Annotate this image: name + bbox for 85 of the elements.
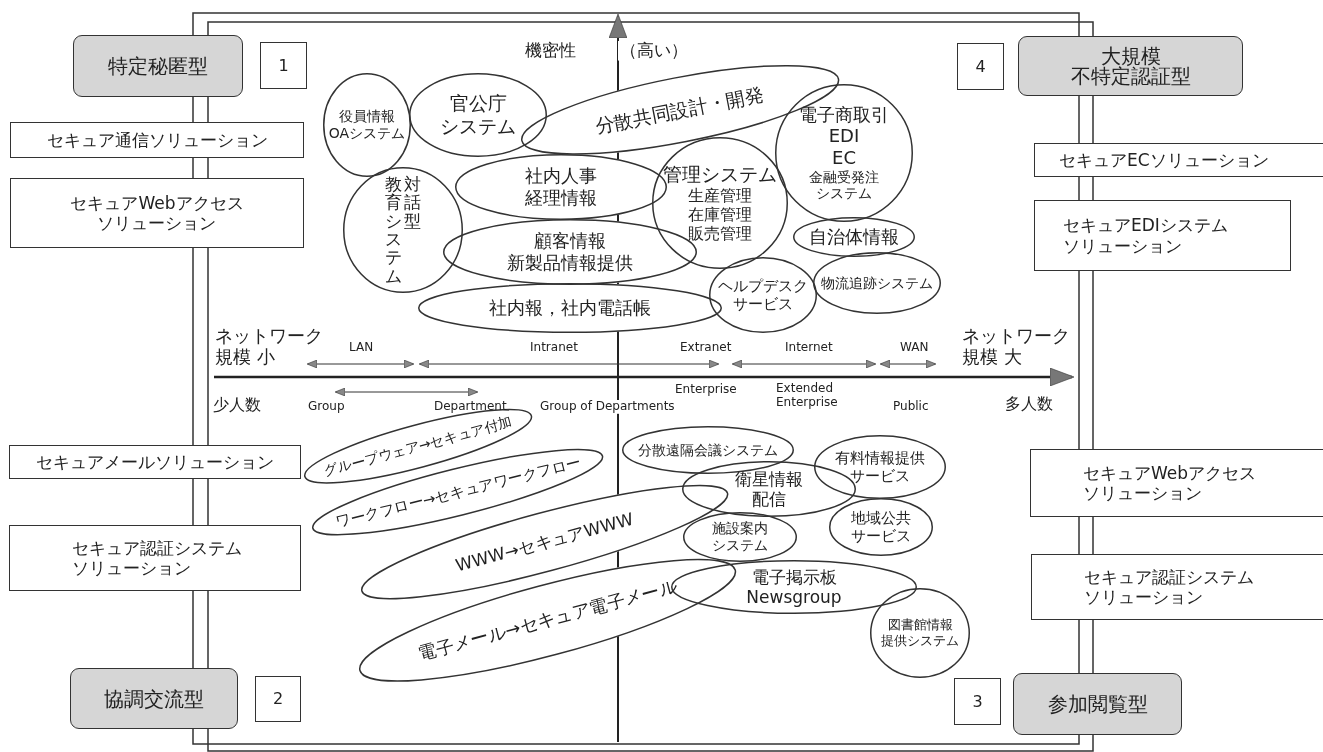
application-ellipse [651, 136, 789, 270]
quadrant-number-box [255, 676, 301, 722]
ellipse-label: 図書館情報提供システム [881, 617, 959, 649]
ellipse-label: EDI [828, 125, 860, 147]
axis-label: Extranet [680, 341, 732, 355]
ellipse-label: 分散共同設計・開発 [593, 82, 767, 138]
solution-box [1034, 143, 1323, 177]
application-ellipse [869, 587, 971, 679]
solution-label: セキュア通信ソリューション [46, 129, 268, 151]
category-box [70, 668, 238, 729]
solution-box [1034, 200, 1291, 271]
ellipse-label: 対話型教育システム [384, 174, 422, 286]
quadrant-number: 3 [972, 691, 983, 712]
ellipse-label: 電子商取引 [799, 103, 889, 126]
ellipse-label: EC [832, 147, 856, 169]
category-label: 大規模不特定認証型 [1070, 46, 1191, 86]
ellipse-label: 生産管理在庫管理販売管理 [688, 185, 752, 244]
ellipse-label: 分散遠隔会議システム [638, 441, 778, 459]
solution-label: セキュアEDIシステムソリューション [1063, 215, 1228, 256]
ellipse-label: 地域公共サービス [851, 509, 911, 545]
category-label: 協調交流型 [104, 686, 204, 711]
ellipse-label: 有料情報提供サービス [835, 449, 925, 485]
application-ellipse [408, 72, 548, 158]
ellipse-label: 衛星情報配信 [735, 468, 803, 510]
axis-label: （高い） [620, 41, 688, 61]
axis-label: Department [434, 400, 507, 414]
axis-label: 少人数 [213, 396, 261, 415]
solution-box [1031, 554, 1323, 620]
ellipse-label: 社内報，社内電話帳 [489, 297, 651, 319]
axis-label: LAN [349, 341, 374, 355]
solution-label: セキュアWebアクセスソリューション [1083, 462, 1257, 504]
category-label: 参加閲覧型 [1047, 692, 1148, 716]
axis-label: Enterprise [675, 383, 737, 397]
application-ellipse [813, 434, 947, 500]
solution-label: セキュアWebアクセスソリューション [70, 192, 244, 234]
application-ellipse [682, 511, 798, 563]
axis-label: Extended Enterprise [776, 382, 838, 410]
quadrant-number: 4 [975, 56, 986, 77]
solution-box [9, 525, 301, 591]
application-ellipse [342, 166, 464, 294]
axis-label: ネットワーク規模 小 [215, 326, 323, 368]
axis-label: 機密性 [525, 41, 576, 61]
application-ellipse [792, 216, 916, 258]
quadrant-number: 1 [278, 55, 289, 76]
solution-label: セキュア認証システムソリューション [72, 537, 242, 579]
solution-label: セキュアメールソリューション [36, 451, 274, 473]
ellipse-label: 金融受発注システム [809, 168, 879, 203]
ellipse-label: 役員情報OAシステム [328, 108, 406, 142]
application-ellipse [774, 83, 914, 223]
category-box [1018, 36, 1243, 96]
axis-label: Public [893, 400, 929, 414]
ellipse-label: 施設案内システム [712, 520, 768, 554]
quadrant-number: 2 [272, 689, 284, 709]
ellipse-label: 官公庁システム [440, 92, 516, 138]
solution-box [10, 122, 304, 158]
quadrant-number-box [260, 42, 307, 89]
axis-label: Group [308, 400, 345, 414]
solution-label: セキュア認証システムソリューション [1084, 566, 1254, 608]
ellipse-label: ヘルプデスクサービス [718, 277, 808, 313]
category-box [73, 35, 243, 97]
application-ellipse [812, 251, 942, 315]
application-ellipse [708, 256, 818, 334]
axis-label: 多人数 [1005, 395, 1053, 414]
axis-label: WAN [900, 341, 929, 355]
category-label: 特定秘匿型 [108, 54, 208, 78]
ellipse-label: WWW→セキュアWWW [453, 508, 637, 576]
ellipse-label: 自治体情報 [809, 226, 899, 248]
axis-label: Internet [785, 341, 833, 355]
ellipse-label: 社内人事経理情報 [525, 165, 597, 209]
category-box [1013, 673, 1182, 735]
ellipse-label: 物流追跡システム [821, 274, 933, 292]
solution-box [1030, 449, 1323, 517]
ellipse-label: 電子掲示板 Newsgroup [746, 566, 842, 608]
axis-label: Group of Departments [540, 400, 675, 414]
ellipse-label: 電子メール→セキュア電子メール [416, 575, 680, 665]
ellipse-label: 管理システム [663, 162, 777, 186]
application-ellipse [828, 497, 934, 557]
quadrant-number-box [954, 678, 1001, 725]
axis-label: Intranet [530, 341, 578, 355]
solution-box [10, 178, 304, 248]
quadrant-number-box [957, 43, 1004, 90]
solution-box [9, 445, 301, 479]
ellipse-label: 顧客情報新製品情報提供 [507, 230, 633, 274]
solution-label: セキュアECソリューション [1059, 149, 1269, 171]
axis-label: ネットワーク規模 大 [962, 326, 1070, 368]
